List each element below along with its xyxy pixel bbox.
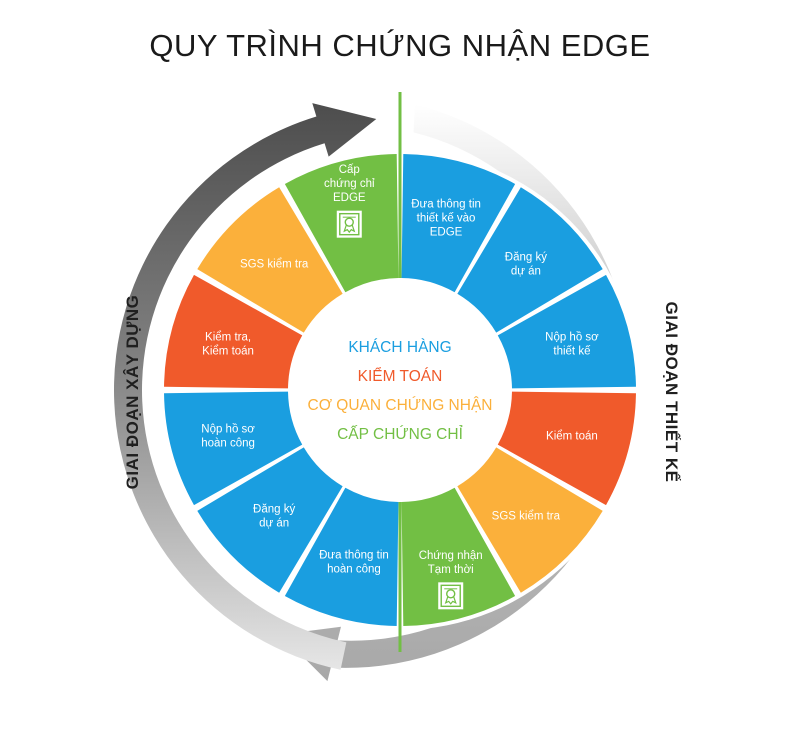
- step-label-line: hoàn công: [201, 438, 255, 450]
- process-step: Nộp hồ sơ thiết kế: [497, 274, 636, 389]
- step-label: Nộp hồ sơ thiết kế: [545, 331, 599, 357]
- step-segment: [164, 391, 303, 506]
- step-label-line: SGS kiểm tra: [492, 510, 561, 522]
- construction-phase-label: GIAI ĐOẠN XÂY DỰNG: [123, 295, 142, 490]
- step-segment: [401, 154, 516, 293]
- step-label: SGS kiểm tra: [240, 259, 309, 271]
- step-label: Kiểm toán: [546, 431, 598, 443]
- step-label-line: Nộp hồ sơ: [201, 424, 255, 436]
- process-step: SGS kiểm tra: [197, 187, 343, 333]
- process-step: SGS kiểm tra: [457, 447, 603, 593]
- step-label-line: Kiểm toán: [546, 431, 598, 443]
- step-label-line: dự án: [259, 517, 289, 529]
- step-segment: [197, 187, 343, 333]
- step-label-line: EDGE: [333, 192, 366, 204]
- construction-phase-arrow: [113, 103, 377, 670]
- step-label: Đăng ký dự án: [505, 252, 547, 278]
- step-label: Đăng ký dự án: [253, 503, 295, 529]
- page-title: QUY TRÌNH CHỨNG NHẬN EDGE: [149, 28, 651, 63]
- step-label-line: chứng chỉ: [324, 178, 375, 190]
- step-label-line: SGS kiểm tra: [240, 259, 309, 271]
- process-step: Nộp hồ sơ hoàn công: [164, 391, 303, 506]
- certificate-icon: [438, 582, 464, 610]
- process-step: Kiểm tra, Kiểm toán: [164, 274, 303, 389]
- step-label-line: Đăng ký: [505, 252, 547, 264]
- certificate-icon: [336, 210, 362, 238]
- step-label-line: Đưa thông tin: [411, 199, 481, 211]
- step-label-line: thiết kế vào: [417, 213, 476, 225]
- step-label: Kiểm tra, Kiểm toán: [202, 331, 254, 357]
- step-label-line: Chứng nhận: [419, 550, 483, 562]
- center-disc: [289, 279, 511, 501]
- process-step: Đăng ký dự án: [197, 447, 343, 593]
- step-segment: [164, 274, 303, 389]
- process-step: Đăng ký dự án: [457, 187, 603, 333]
- legend-entry: KIỂM TOÁN: [358, 367, 443, 385]
- design-phase-label: GIAI ĐOẠN THIẾT KẾ: [662, 302, 681, 483]
- step-segment: [457, 187, 603, 333]
- step-label-line: Đăng ký: [253, 503, 295, 515]
- step-label-line: dự án: [511, 266, 541, 278]
- step-label-line: thiết kế: [553, 345, 591, 357]
- legend-entry: KHÁCH HÀNG: [348, 339, 451, 356]
- phase-labels: GIAI ĐOẠN THIẾT KẾ GIAI ĐOẠN XÂY DỰNG: [123, 295, 681, 490]
- step-segment: [284, 487, 399, 626]
- step-segment: [197, 447, 343, 593]
- step-label-line: Nộp hồ sơ: [545, 331, 599, 343]
- legend-entry: CẤP CHỨNG CHỈ: [337, 426, 463, 443]
- step-label-line: Cấp: [339, 164, 360, 176]
- step-label: Đưa thông tin hoàn công: [319, 549, 389, 575]
- step-segment: [497, 391, 636, 506]
- step-label-line: hoàn công: [327, 563, 381, 575]
- role-legend: KHÁCH HÀNG KIỂM TOÁN CƠ QUAN CHỨNG NHẬN CẤP…: [289, 279, 511, 501]
- step-label: SGS kiểm tra: [492, 510, 561, 522]
- process-step: Đưa thông tin hoàn công: [284, 487, 399, 626]
- step-label-line: Kiểm tra,: [205, 331, 251, 343]
- step-label-line: Tạm thời: [428, 564, 474, 576]
- step-segment: [401, 487, 516, 626]
- step-segment: [497, 274, 636, 389]
- phase-arrows: [113, 103, 632, 682]
- process-step: Kiểm toán: [497, 391, 636, 506]
- step-label-line: EDGE: [430, 227, 463, 239]
- step-label-line: Kiểm toán: [202, 345, 254, 357]
- step-segment: [457, 447, 603, 593]
- step-label-line: Đưa thông tin: [319, 549, 389, 561]
- legend-entry: CƠ QUAN CHỨNG NHẬN: [308, 397, 493, 414]
- step-label: Nộp hồ sơ hoàn công: [201, 424, 255, 450]
